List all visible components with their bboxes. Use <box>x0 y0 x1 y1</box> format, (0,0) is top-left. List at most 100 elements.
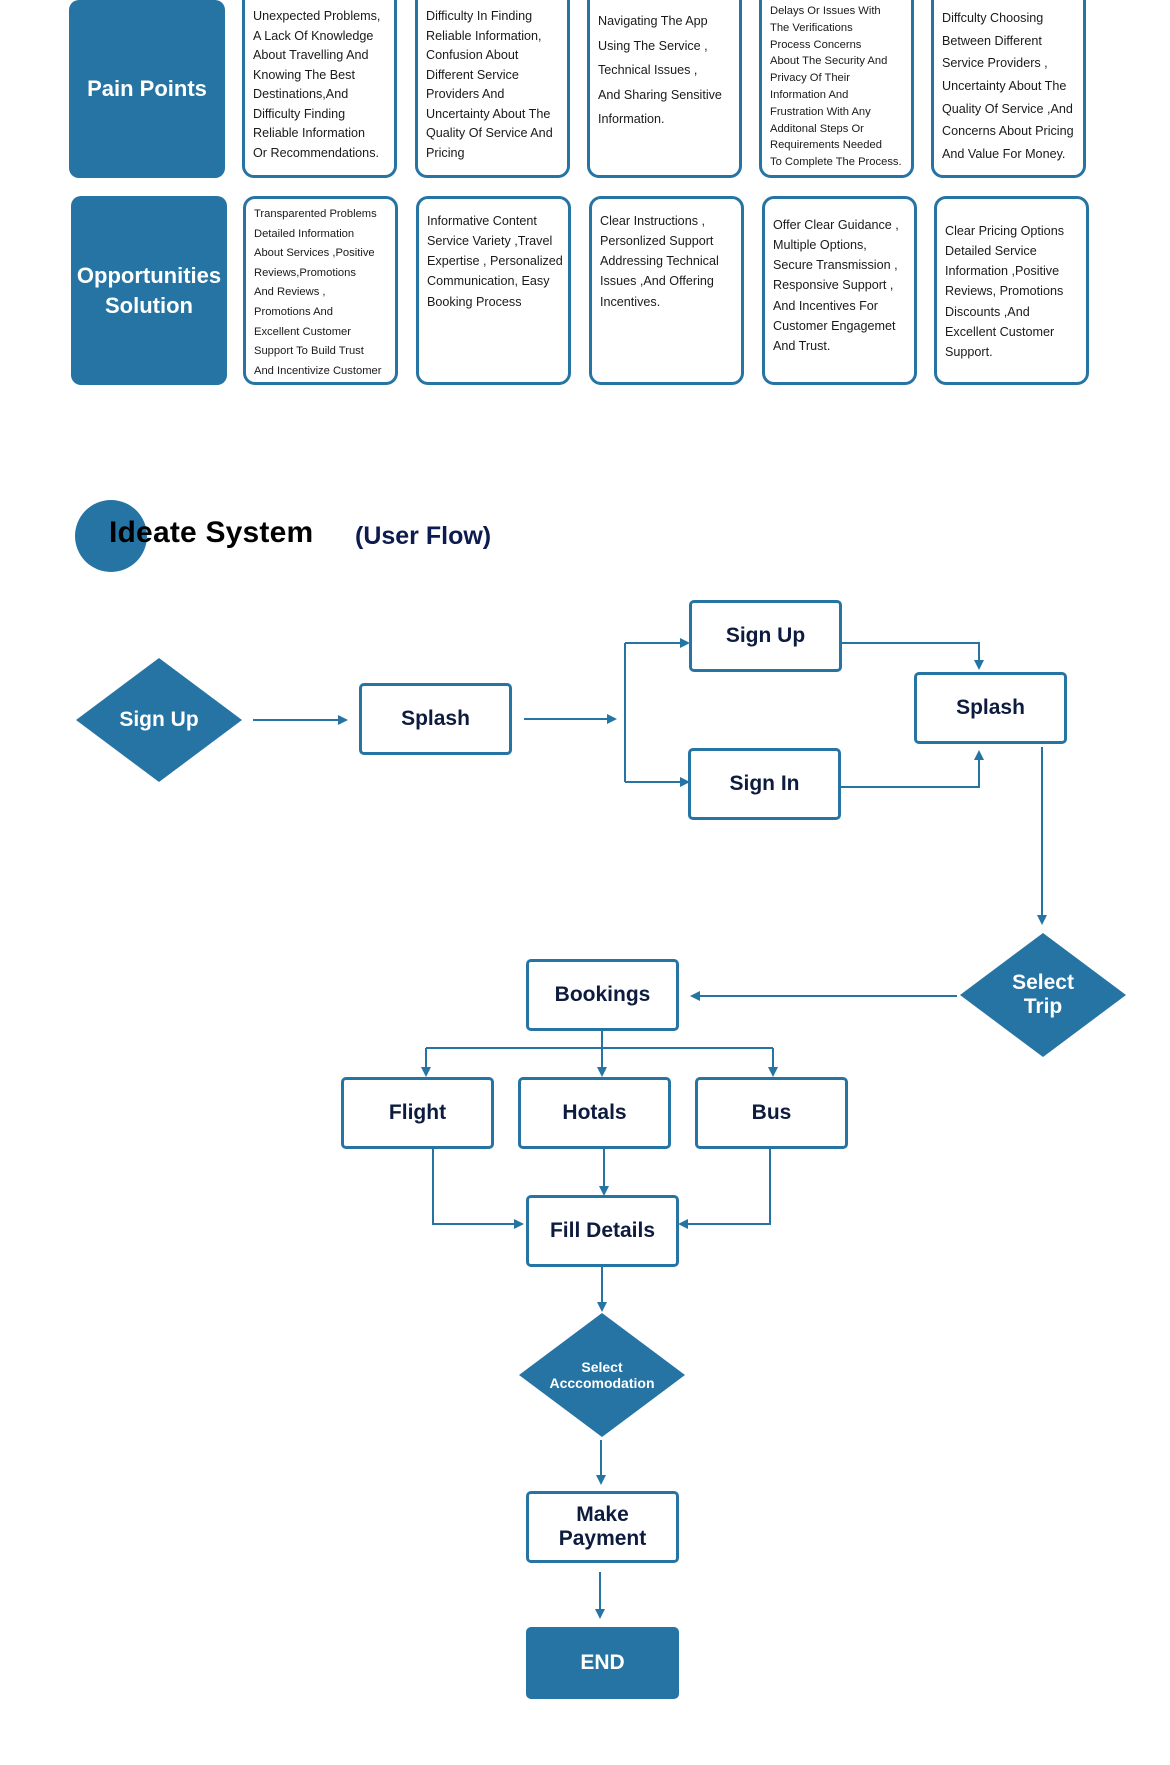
flight-node[interactable]: Flight <box>341 1077 494 1149</box>
fill-details-node[interactable]: Fill Details <box>526 1195 679 1267</box>
card-line: Difficulty Finding <box>253 106 346 121</box>
opportunity-card-1: Transparented Problems Detailed Informat… <box>243 196 398 385</box>
card-line: Excellent Customer <box>945 324 1055 339</box>
card-line: Multiple Options, <box>773 238 867 253</box>
opportunity-card-3: Clear Instructions , Personlized Support… <box>589 196 744 385</box>
make-payment-label-line1: Make <box>576 1502 629 1526</box>
card-line: Destinations,And <box>253 87 349 102</box>
card-line: Detailed Information <box>254 227 355 240</box>
card-line: A Lack Of Knowledge <box>253 28 374 43</box>
card-line: Booking Process <box>427 294 522 309</box>
select-accommodation-label-line2: Acccomodation <box>549 1375 655 1391</box>
splash-node-1[interactable]: Splash <box>359 683 512 755</box>
card-line: Support To Build Trust <box>254 345 364 358</box>
card-line: Clear Instructions , <box>600 214 705 228</box>
diamond-shape <box>76 658 242 782</box>
diamond-shape <box>960 933 1126 1057</box>
card-line: Reliable Information <box>253 126 366 141</box>
card-line: Promotions And <box>254 305 333 318</box>
opportunity-card-4: Offer Clear Guidance , Multiple Options,… <box>762 196 917 385</box>
card-line: About Services ,Positive <box>254 247 375 260</box>
card-line: Confusion About <box>426 48 519 63</box>
card-line: Information ,Positive <box>945 264 1060 279</box>
fill-details-node-label: Fill Details <box>549 1218 656 1242</box>
card-line: Using The Service , <box>598 38 708 53</box>
card-line: Technical Issues , <box>598 63 698 78</box>
opportunities-label-line2: Solution <box>105 292 193 318</box>
hotals-node-label: Hotals <box>562 1100 627 1124</box>
pain-points-label-text: Pain Points <box>87 76 207 102</box>
select-trip-label-line2: Trip <box>1023 995 1063 1018</box>
card-line: And Trust. <box>773 338 831 353</box>
card-line: Delays Or Issues With <box>770 5 881 17</box>
splash-node-1-label: Splash <box>401 706 470 730</box>
card-line: Expertise , Personalized <box>427 254 563 269</box>
splash-node-2-label: Splash <box>956 695 1025 719</box>
card-line: Uncertainty About The <box>942 78 1067 93</box>
section-subtitle: (User Flow) <box>355 522 492 550</box>
pain-card-1: Unexpected Problems, A Lack Of Knowledge… <box>242 0 397 178</box>
card-line: Quality Of Service ,And <box>942 101 1073 116</box>
pain-card-4: Delays Or Issues With The Verifications … <box>759 0 914 178</box>
card-line: Support. <box>945 344 993 359</box>
pain-card-3: Navigating The App Using The Service , T… <box>587 0 742 178</box>
card-line: Informative Content <box>427 214 537 228</box>
card-line: Diffculty Choosing <box>942 11 1044 25</box>
splash-node-2[interactable]: Splash <box>914 672 1067 744</box>
card-line: Requirements Needed <box>770 139 882 152</box>
card-line: Difficulty In Finding <box>426 9 533 23</box>
make-payment-label-line2: Payment <box>558 1527 647 1550</box>
opportunities-label: Opportunities Solution <box>71 196 227 385</box>
hotals-node[interactable]: Hotals <box>518 1077 671 1149</box>
card-line: Excellent Customer <box>254 325 351 338</box>
card-line: Pricing <box>426 145 465 160</box>
card-line: And Sharing Sensitive <box>598 87 722 102</box>
card-line: Transparented Problems <box>254 208 377 220</box>
card-line: Concerns About Pricing <box>942 124 1074 139</box>
card-line: About The Security And <box>770 55 888 68</box>
card-line: Quality Of Service And <box>426 126 553 141</box>
arrow-signin-to-splash2 <box>840 750 984 788</box>
bus-node-label: Bus <box>751 1100 792 1124</box>
select-trip-diamond: Select Trip <box>960 933 1126 1057</box>
select-accommodation-diamond: Select Acccomodation <box>519 1313 685 1437</box>
card-line: And Reviews , <box>254 286 326 299</box>
end-node[interactable]: END <box>526 1627 679 1699</box>
card-line: Additonal Steps Or <box>770 122 864 135</box>
arrow-flight-to-details <box>432 1146 524 1229</box>
pain-card-5: Diffculty Choosing Between Different Ser… <box>931 0 1086 178</box>
card-line: Reviews,Promotions <box>254 266 356 279</box>
card-line: And Incentives For <box>773 298 878 313</box>
card-line: Between Different <box>942 33 1042 48</box>
select-trip-label-line1: Select <box>1012 970 1074 994</box>
signup-node[interactable]: Sign Up <box>689 600 842 672</box>
end-node-label: END <box>580 1650 625 1674</box>
bus-node[interactable]: Bus <box>695 1077 848 1149</box>
card-line: Incentives. <box>600 294 661 309</box>
make-payment-node[interactable]: Make Payment <box>526 1491 679 1563</box>
card-line: Communication, Easy <box>427 274 550 289</box>
title-circle-decoration <box>75 500 147 572</box>
bookings-node[interactable]: Bookings <box>526 959 679 1031</box>
start-signup-label: Sign Up <box>119 707 199 731</box>
card-line: Detailed Service <box>945 244 1037 259</box>
card-line: Discounts ,And <box>945 304 1030 319</box>
arrow-signup-to-splash2 <box>841 642 984 670</box>
card-line: Process Concerns <box>770 38 862 51</box>
card-line: Service Providers , <box>942 56 1048 71</box>
card-line: Clear Pricing Options <box>945 224 1064 238</box>
card-line: Secure Transmission , <box>773 258 898 273</box>
opportunity-card-2: Informative Content Service Variety ,Tra… <box>416 196 571 385</box>
pain-points-label: Pain Points <box>69 0 225 178</box>
signin-node[interactable]: Sign In <box>688 748 841 820</box>
card-line: Information. <box>598 112 665 127</box>
pain-card-2: Difficulty In Finding Reliable Informati… <box>415 0 570 178</box>
card-line: Different Service <box>426 67 519 82</box>
card-line: Information And <box>770 88 849 101</box>
card-line: Uncertainty About The <box>426 106 551 121</box>
card-line: And Value For Money. <box>942 146 1066 161</box>
card-line: Customer Engagemet <box>773 318 896 333</box>
card-line: Privacy Of Their <box>770 72 850 85</box>
card-line: To Complete The Process. <box>770 156 902 169</box>
bookings-node-label: Bookings <box>554 982 651 1006</box>
